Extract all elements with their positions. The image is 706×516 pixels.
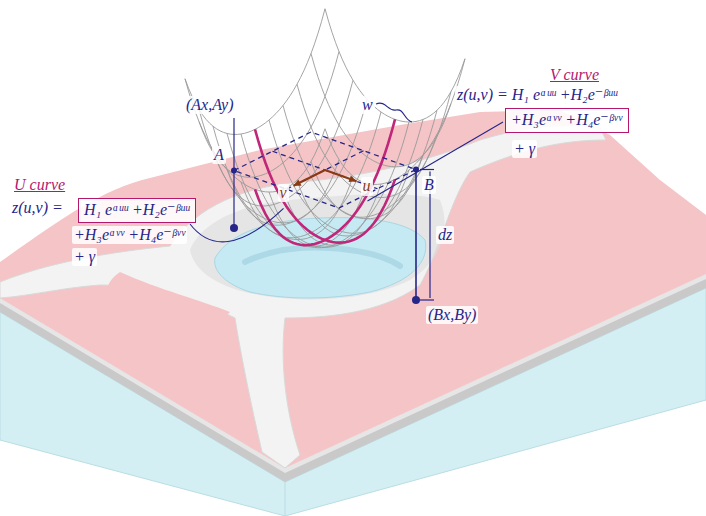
- terrain-ridge: [107, 272, 230, 326]
- formula-text: H₁ eᵅᵘᵘ +H₂e⁻ᵝᵘᵘ: [84, 201, 190, 219]
- grid-line: [199, 110, 339, 223]
- axis-arrow: [294, 170, 326, 186]
- point-marker: [412, 296, 420, 304]
- formula-box: H₁ eᵅᵘᵘ +H₂e⁻ᵝᵘᵘ: [78, 198, 196, 223]
- point-marker: [231, 168, 237, 174]
- grid-line: [227, 133, 367, 246]
- axis-label: v: [278, 184, 289, 202]
- slab-edge: [285, 482, 286, 516]
- formula-label: dz: [436, 226, 454, 244]
- grid-line: [269, 120, 409, 233]
- axis-arrow: [325, 170, 357, 181]
- formula-label: w: [360, 96, 375, 114]
- lake-shade: [245, 248, 400, 266]
- grid-line: [185, 79, 325, 192]
- formula-label: z(u,v) =: [10, 199, 65, 217]
- formula-label: +H₃eᵅᵛᵛ +H₄e⁻ᵝᵛᵛ: [72, 226, 187, 244]
- profile-curve: [255, 129, 395, 242]
- arrow-head: [349, 176, 357, 183]
- grid-line: [241, 112, 381, 238]
- grid-line: [185, 9, 325, 135]
- profile-curve: [255, 119, 395, 245]
- wireframe-surface: [185, 9, 465, 248]
- formula-label: (Ax,Ay): [184, 96, 236, 114]
- grid-line: [311, 54, 451, 167]
- terrain-surface: [0, 110, 706, 468]
- projection-line: [415, 170, 417, 301]
- formula-label: A: [212, 146, 226, 164]
- grid-line: [199, 52, 339, 178]
- curve-title: U curve: [12, 176, 67, 194]
- formula-text: +H₃eᵅᵛᵛ +H₄e⁻ᵝᵛᵛ: [511, 111, 623, 129]
- arrow-head: [294, 179, 302, 185]
- formula-box: +H₃eᵅᵛᵛ +H₄e⁻ᵝᵛᵛ: [505, 108, 629, 133]
- dashed-axis: [287, 151, 364, 190]
- lake: [215, 218, 426, 298]
- point-marker: [230, 224, 238, 232]
- leader-line: [368, 122, 504, 201]
- terrain-ridge: [290, 262, 620, 368]
- formula-label: B: [422, 176, 436, 194]
- leader-line: [376, 103, 412, 122]
- grid-line: [255, 129, 395, 242]
- curve-title: V curve: [548, 66, 601, 84]
- formula-label: + γ: [512, 140, 537, 158]
- formula-label: z(u,v) = H₁ eᵅᵘᵘ +H₂e⁻ᵝᵘᵘ: [455, 86, 619, 104]
- axis-label: u: [361, 177, 373, 195]
- formula-label: + γ: [72, 248, 97, 266]
- leader-line: [190, 208, 284, 241]
- dashed-plane: [234, 132, 416, 208]
- measure-marks: [190, 103, 503, 304]
- grid-line: [227, 99, 367, 225]
- grid-line: [255, 119, 395, 245]
- dimension-tick: [420, 299, 434, 300]
- formula-label: (Bx,By): [426, 306, 478, 324]
